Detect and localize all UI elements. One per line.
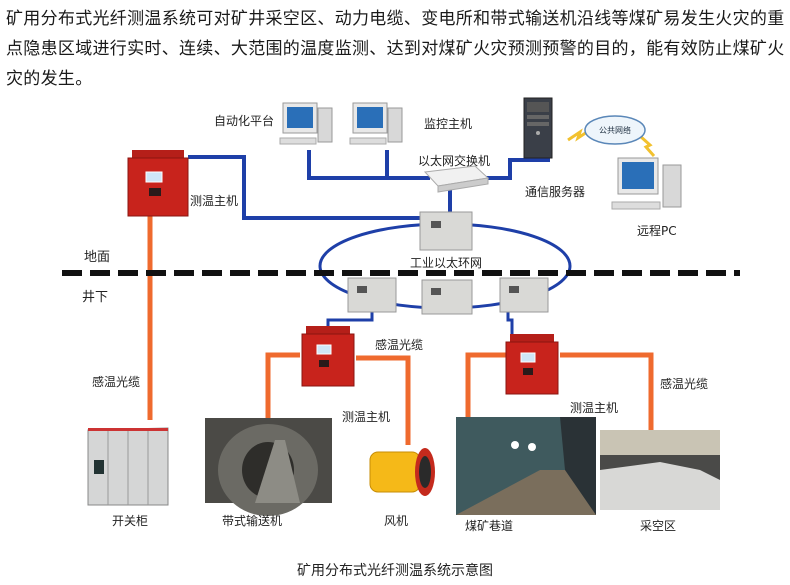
remote-pc-icon (611, 157, 682, 210)
comm-server-label: 通信服务器 (525, 185, 586, 199)
automation-platform-label: 自动化平台 (214, 114, 275, 128)
fiber-mid-left (265, 352, 300, 420)
device-label-coal-roadway: 煤矿巷道 (465, 519, 514, 533)
goaf-image (600, 430, 720, 510)
fiber-mid-right (356, 355, 411, 445)
intro-paragraph: 矿用分布式光纤测温系统可对矿井采空区、动力电缆、变电所和带式输送机沿线等煤矿易发… (6, 9, 785, 89)
ethernet-switch-label: 以太网交换机 (418, 154, 491, 168)
temp-host-mid-label: 测温主机 (342, 410, 391, 424)
temp-host-surface-label: 测温主机 (190, 194, 239, 208)
line-temp-host-to-ring (188, 155, 420, 220)
industrial-ethernet-ring-label: 工业以太环网 (410, 256, 483, 270)
remote-pc-label: 远程PC (637, 224, 677, 238)
temp-host-surface-icon (127, 150, 189, 217)
sensing-cable-right-label: 感温光缆 (660, 377, 709, 391)
automation-platform-pc-icon (279, 102, 333, 145)
coal-roadway-image (456, 417, 596, 515)
switchgear-cabinet-image (87, 427, 169, 506)
temp-host-mid-icon (301, 326, 355, 387)
monitor-host-label: 监控主机 (424, 117, 473, 131)
ring-junction-box-mid (421, 279, 473, 315)
fiber-right-right (560, 352, 654, 430)
public-network-cloud-icon (567, 115, 656, 157)
fan-image (369, 448, 435, 496)
monitor-host-pc-icon (349, 102, 403, 145)
figure-caption: 矿用分布式光纤测温系统示意图 (297, 563, 493, 579)
fiber-right-left (465, 352, 506, 420)
sensing-cable-left-label: 感温光缆 (92, 375, 141, 389)
sensing-cable-mid-label: 感温光缆 (375, 338, 424, 352)
fiber-lines (147, 215, 654, 445)
ring-junction-box-left (347, 277, 397, 313)
public-network-label: 公共网络 (599, 125, 631, 135)
device-label-fan: 风机 (384, 514, 409, 528)
underground-label: 井下 (82, 290, 109, 305)
ground-label: 地面 (84, 250, 111, 265)
device-label-switchgear: 开关柜 (112, 514, 149, 528)
device-label-goaf: 采空区 (640, 519, 677, 533)
ring-junction-box-right (499, 277, 549, 313)
temp-host-right-label: 测温主机 (570, 401, 619, 415)
line-switch-to-server (485, 158, 550, 180)
belt-conveyor-image (205, 418, 332, 516)
device-label-belt-conveyor: 带式输送机 (222, 514, 283, 528)
ring-junction-box-top (419, 211, 473, 251)
temp-host-right-icon (505, 334, 559, 395)
ethernet-switch-icon (423, 165, 490, 193)
comm-server-icon (523, 97, 553, 159)
line-pcs (307, 150, 389, 180)
